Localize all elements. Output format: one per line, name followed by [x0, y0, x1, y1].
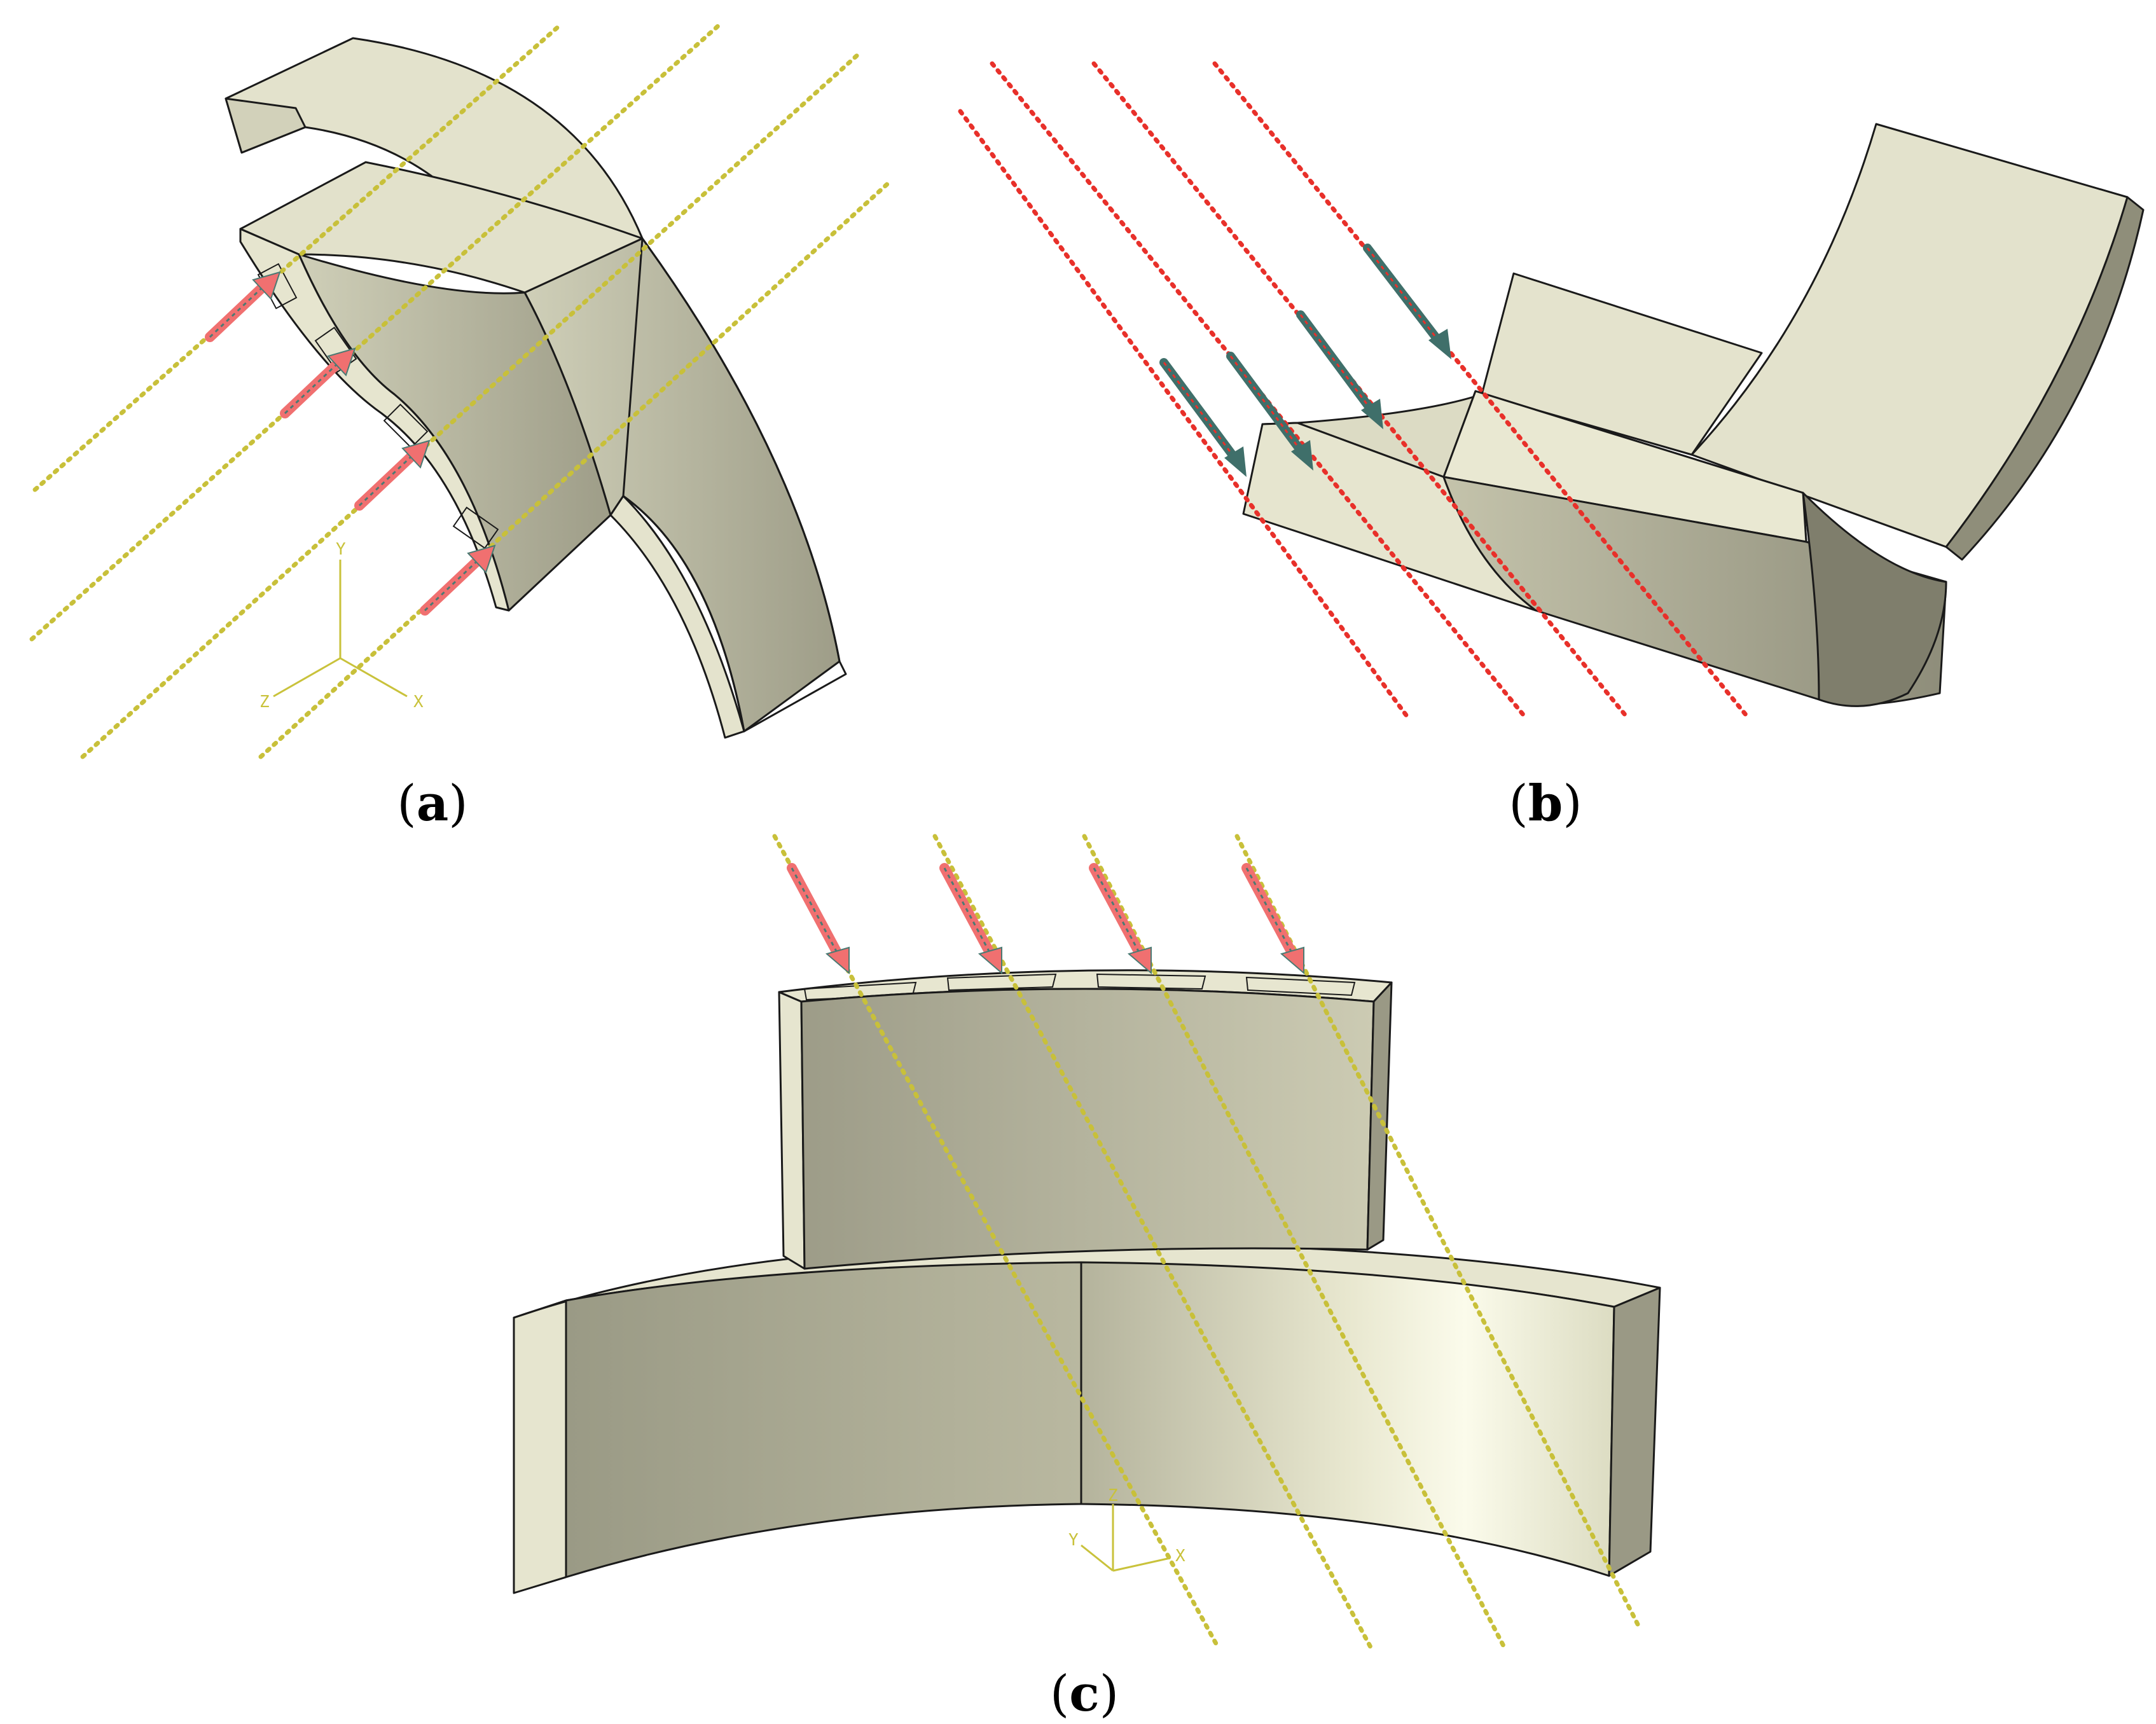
panel-c-base-front-left [565, 1261, 1082, 1578]
panel-a: Y Z X (a) [29, 23, 893, 832]
panel-c-axis-triad [1081, 1504, 1171, 1572]
panel-b-arrows [1159, 244, 1451, 477]
axis-label-y: Y [1068, 1531, 1079, 1550]
arrow [1363, 244, 1451, 359]
panel-a-inner-block-top [239, 161, 644, 294]
arrow [787, 863, 850, 975]
axis-label-y: Y [336, 540, 346, 559]
axis-label-x: X [413, 693, 424, 712]
panel-c-base-right-end [1608, 1286, 1661, 1577]
beam-line [29, 23, 721, 642]
caption-c: (c) [1050, 1665, 1119, 1723]
caption-a: (a) [397, 775, 467, 832]
beam-line [80, 52, 861, 759]
arrow [1159, 358, 1247, 477]
arrow [1089, 863, 1152, 975]
panel-c-slots [803, 973, 1356, 1001]
arrow [1241, 863, 1304, 975]
panel-a-beams [29, 23, 893, 759]
panel-a-axis-triad [273, 560, 408, 698]
arrow [205, 271, 281, 342]
beam-line [958, 109, 1411, 721]
panel-a-outer-ring-side [225, 97, 307, 154]
panel-b-u-cavity [1802, 492, 1947, 707]
arrow [939, 863, 1002, 975]
panel-c: Z Y X (c) [513, 834, 1661, 1723]
axis-label-z: Z [1108, 1486, 1118, 1505]
panel-a-outer-ring-end [622, 237, 847, 733]
slot [452, 506, 499, 549]
beam-line [1212, 61, 1752, 721]
panel-c-arrows [787, 863, 1304, 975]
beam-line [1082, 834, 1507, 1650]
arrow [1296, 310, 1383, 429]
beam-line [1234, 834, 1642, 1631]
slot [1245, 976, 1356, 996]
panel-b-back-wall-edge [1945, 196, 2145, 561]
arrow [354, 439, 431, 511]
arrow [1226, 352, 1313, 471]
beam-line [32, 23, 562, 492]
panel-b: (b) [958, 61, 2145, 832]
slot [946, 973, 1057, 991]
slot [1096, 973, 1206, 990]
panel-c-base-left-end [513, 1299, 567, 1594]
panel-c-top-block-left-end [778, 991, 806, 1270]
panel-b-mid-block-top [1481, 272, 1763, 456]
axis-label-z: Z [259, 693, 270, 712]
arrow [280, 347, 356, 418]
panel-a-inner-block-end [239, 228, 510, 612]
arrow [420, 544, 496, 616]
beam-line [258, 179, 893, 759]
panel-a-outer-ring-right-face [609, 495, 745, 739]
axis-label-x: X [1175, 1547, 1185, 1566]
caption-b: (b) [1509, 775, 1582, 832]
slot [383, 403, 429, 449]
panel-a-arrows [205, 271, 496, 616]
beam-line [932, 834, 1373, 1650]
